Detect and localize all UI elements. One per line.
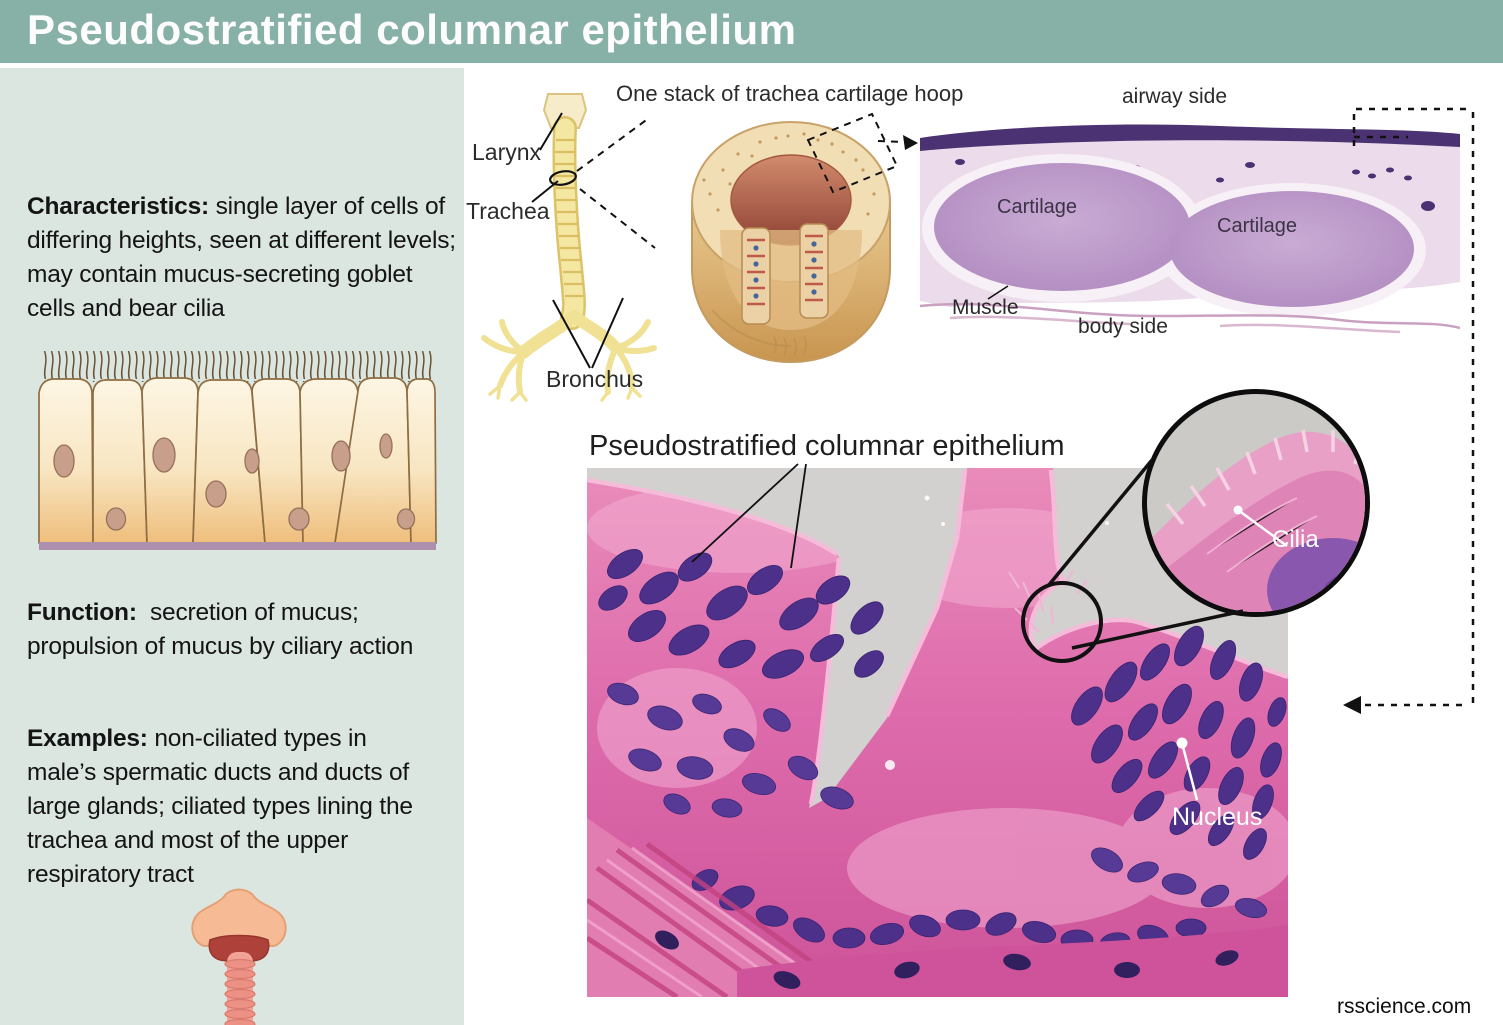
- examples-text: non-ciliated types in male’s spermatic d…: [27, 724, 413, 888]
- nuclei-mid-left: [607, 682, 854, 818]
- trachea-label: Trachea: [466, 198, 550, 224]
- cartilage-hoop-label: One stack of trachea cartilage hoop: [616, 81, 964, 106]
- larynx-label: Larynx: [472, 139, 542, 165]
- bronchus-label: Bronchus: [546, 366, 644, 392]
- cilia-magnifier-inset: [1142, 389, 1370, 617]
- trachea-bronchial-tree-illustration: [481, 93, 657, 402]
- cartilage-right-label: Cartilage: [1217, 215, 1298, 237]
- trachealis-muscle-columns: [741, 223, 829, 325]
- cilia-label: Cilia: [1272, 526, 1319, 553]
- examples-paragraph: Examples: non-ciliated types in male’s s…: [27, 722, 439, 892]
- larynx-cartilage: [191, 888, 287, 947]
- airway-side-label: airway side: [1122, 85, 1228, 108]
- watermark: rsscience.com: [1337, 995, 1472, 1018]
- cilia-fringe: [42, 351, 432, 382]
- function-label: Function:: [27, 598, 137, 626]
- epithelium-dark-band: [920, 124, 1460, 151]
- cartilage-right: [1170, 191, 1414, 307]
- micrograph-heading: Pseudostratified columnar epithelium: [589, 430, 1065, 462]
- detail-arrowhead: [1343, 696, 1361, 714]
- epithelium-cells-illustration: [38, 351, 437, 550]
- lumen-wedge: [587, 468, 967, 808]
- cilia-magnified-view: [1147, 429, 1365, 612]
- body-side-label: body side: [1078, 315, 1168, 338]
- cell-nuclei: [53, 433, 416, 531]
- trachea-cartilage-hoop-illustration: [691, 121, 891, 364]
- characteristics-label: Characteristics:: [27, 192, 209, 220]
- trachea-trunk: [552, 116, 586, 330]
- characteristics-text: single layer of cells of differing heigh…: [27, 192, 456, 322]
- respiratory-tract-illustration: [191, 888, 287, 1025]
- nuclei-lower-right: [1091, 847, 1268, 919]
- basement-membrane: [39, 542, 436, 550]
- nucleus-label: Nucleus: [1172, 803, 1263, 831]
- examples-label: Examples:: [27, 724, 148, 752]
- cricoid-area: [208, 934, 270, 962]
- trachea-tube: [224, 952, 256, 1025]
- cartilage-left-label: Cartilage: [997, 196, 1078, 218]
- header-bar: Pseudostratified columnar epithelium: [0, 0, 1503, 63]
- function-paragraph: Function: secretion of mucus; propulsion…: [27, 596, 447, 664]
- hoop-arrowhead: [903, 135, 918, 150]
- left-info-panel: Characteristics: single layer of cells o…: [0, 68, 464, 1025]
- page-title: Pseudostratified columnar epithelium: [27, 6, 797, 53]
- cartilage-left: [934, 163, 1190, 291]
- characteristics-paragraph: Characteristics: single layer of cells o…: [27, 190, 461, 326]
- columnar-cells: [38, 377, 437, 544]
- muscle-label: Muscle: [952, 296, 1019, 319]
- function-text: secretion of mucus; propulsion of mucus …: [27, 598, 414, 660]
- nuclei-upper-left: [598, 549, 884, 679]
- deep-band-nuclei: [655, 930, 1239, 989]
